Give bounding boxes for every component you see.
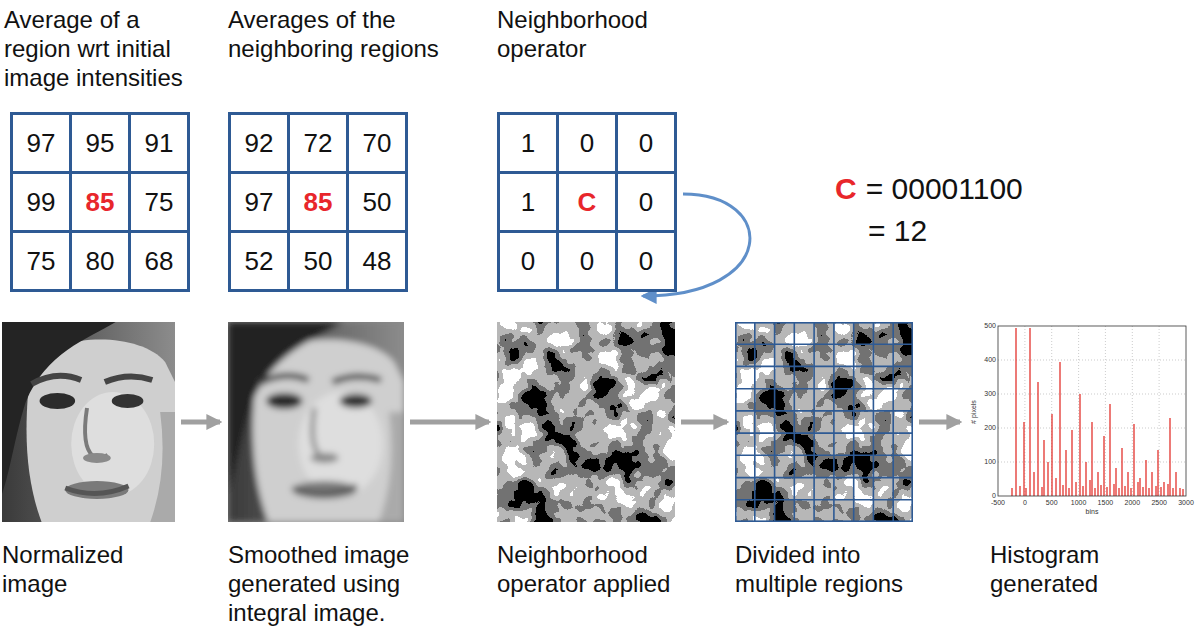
grid-cell: 95 [72, 115, 128, 171]
code-symbol: C [835, 172, 857, 206]
grid-cell: 50 [290, 233, 346, 289]
cell-value: 1 [521, 187, 535, 217]
binary-code: = 00001100 [866, 172, 1023, 206]
cell-value: 95 [86, 128, 115, 158]
axis-tick: 300 [974, 390, 996, 398]
grid-cell: 99 [13, 174, 69, 230]
grid-heading: Average of a region wrt initial image in… [4, 5, 212, 92]
axis-tick: 500 [974, 322, 996, 330]
cell-value: 70 [363, 128, 392, 158]
cell-value: 0 [639, 187, 653, 217]
step-caption: Divided into multiple regions [735, 540, 940, 598]
grid-cell: 97 [231, 174, 287, 230]
grid-heading: Averages of the neighboring regions [228, 5, 473, 63]
grid-cell: 52 [231, 233, 287, 289]
step-caption: Normalized image [2, 540, 162, 598]
flow-arrow [681, 420, 727, 425]
axis-tick: 2500 [1147, 499, 1171, 507]
cell-value: 85 [304, 187, 333, 217]
image-panel: Neighborhood operator applied [497, 322, 675, 522]
grid-heading: Neighborhood operator [497, 5, 697, 63]
grid-cell: 50 [349, 174, 405, 230]
cell-value: 1 [521, 128, 535, 158]
grid-cell: 0 [618, 115, 674, 171]
cell-value: 97 [245, 187, 274, 217]
cell-value: 99 [27, 187, 56, 217]
axis-tick: 3000 [1174, 499, 1198, 507]
grid-cell: 91 [131, 115, 187, 171]
flow-arrow [410, 420, 489, 425]
grid-cell: 97 [13, 115, 69, 171]
step-caption: Neighborhood operator applied [497, 540, 697, 598]
cell-value: 80 [86, 246, 115, 276]
grid-cell: 72 [290, 115, 346, 171]
cell-value: 0 [580, 128, 594, 158]
axis-tick: 1500 [1093, 499, 1117, 507]
axis-tick: 400 [974, 356, 996, 364]
cell-value: 75 [145, 187, 174, 217]
step-caption: Smoothed image generated using integral … [228, 540, 428, 627]
grid-cell: 92 [231, 115, 287, 171]
axis-tick: 500 [1040, 499, 1064, 507]
cell-value: 52 [245, 246, 274, 276]
grid-cell: 75 [131, 174, 187, 230]
axis-tick: 100 [974, 458, 996, 466]
flow-arrow [181, 420, 220, 425]
step-caption: Histogram generated [990, 540, 1130, 598]
cell-value: 50 [304, 246, 333, 276]
grid-cell: 80 [72, 233, 128, 289]
grid-cell: 0 [559, 233, 615, 289]
cell-value: 68 [145, 246, 174, 276]
grid-cell: 0 [559, 115, 615, 171]
image-panel: Normalized image [2, 322, 175, 522]
grid-cell: 75 [13, 233, 69, 289]
axis-tick: 2000 [1120, 499, 1144, 507]
flow-arrow [919, 420, 960, 425]
cell-value: 0 [639, 246, 653, 276]
cell-value: 75 [27, 246, 56, 276]
cell-value: 0 [521, 246, 535, 276]
grid-cell: 48 [349, 233, 405, 289]
cell-value: 97 [27, 128, 56, 158]
image-panel: Smoothed image generated using integral … [228, 322, 404, 522]
grid-cell: 0 [618, 233, 674, 289]
cell-value: 0 [580, 246, 594, 276]
cell-value: 91 [145, 128, 174, 158]
axis-title: bins [1080, 508, 1104, 516]
grid-cell: 68 [131, 233, 187, 289]
grid-cell: 70 [349, 115, 405, 171]
axis-tick: 0 [1013, 499, 1037, 507]
cell-value: 92 [245, 128, 274, 158]
decimal-value: = 12 [868, 214, 927, 248]
grid-cell: C [559, 174, 615, 230]
grid-cell: 0 [618, 174, 674, 230]
cell-value: 48 [363, 246, 392, 276]
value-grid: Neighborhood operator1001C0000 [497, 112, 677, 292]
image-panel: Divided into multiple regions [735, 322, 913, 522]
grid-cell: 85 [290, 174, 346, 230]
axis-tick: -500 [986, 499, 1010, 507]
grid-cell: 85 [72, 174, 128, 230]
cell-value: 85 [86, 187, 115, 217]
grid-cell: 1 [500, 115, 556, 171]
grid-cell: 1 [500, 174, 556, 230]
cell-value: 50 [363, 187, 392, 217]
axis-title: # pixels [970, 392, 978, 432]
axis-tick: 1000 [1067, 499, 1091, 507]
cell-value: 0 [639, 128, 653, 158]
cell-value: C [578, 187, 597, 217]
axis-tick: 200 [974, 424, 996, 432]
image-panel: Histogram generated-50005001000150020002… [968, 322, 1190, 522]
value-grid: Averages of the neighboring regions92727… [228, 112, 408, 292]
value-grid: Average of a region wrt initial image in… [10, 112, 190, 292]
axis-tick: 0 [974, 492, 996, 500]
grid-cell: 0 [500, 233, 556, 289]
cell-value: 72 [304, 128, 333, 158]
